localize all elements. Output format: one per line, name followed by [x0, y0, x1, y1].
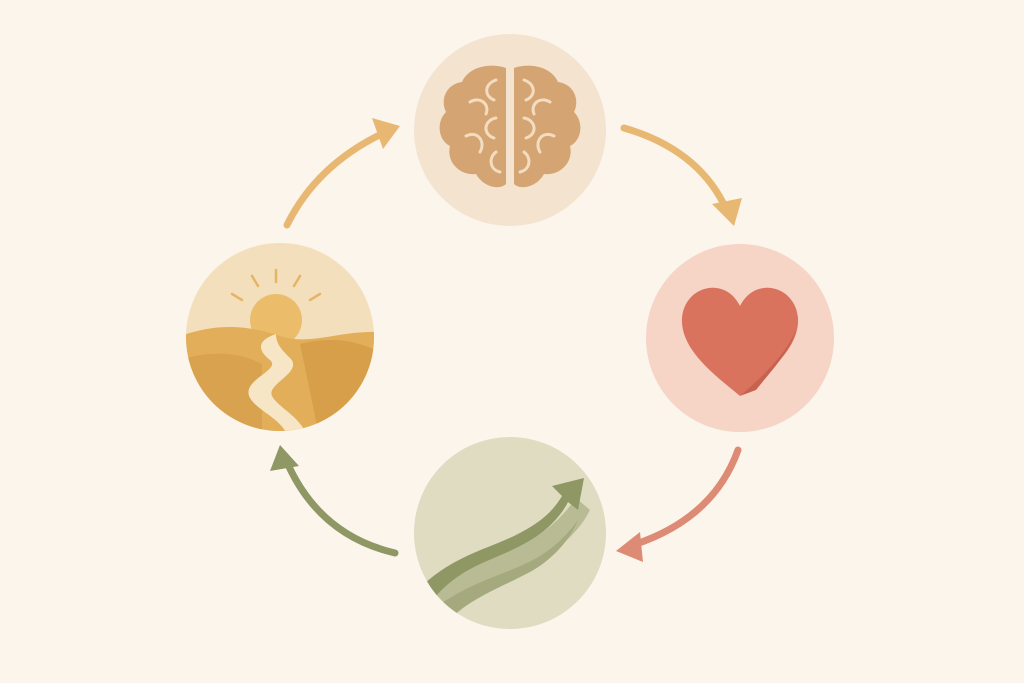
- arrow-heart-to-growth: [616, 446, 742, 562]
- arrow-journey-to-mind: [283, 118, 400, 229]
- brain-icon: [439, 65, 581, 188]
- heart-icon: [681, 287, 799, 396]
- arrow-mind-to-heart: [620, 124, 742, 226]
- node-mind: [414, 34, 606, 226]
- node-journey: [186, 243, 374, 431]
- arrow-growth-to-journey: [270, 445, 399, 557]
- node-heart: [646, 244, 834, 432]
- node-growth: [414, 437, 606, 629]
- upward-arrow-path-icon: [414, 478, 590, 629]
